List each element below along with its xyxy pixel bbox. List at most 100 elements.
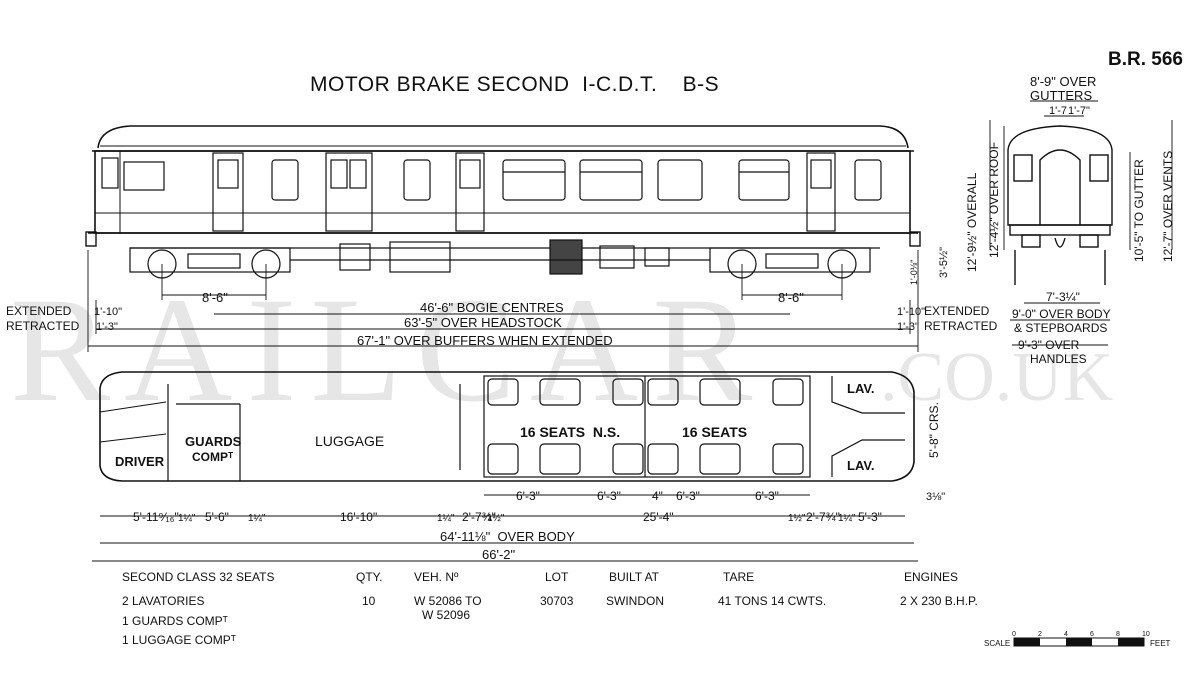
compartment-length-label: 2'-7¾" [806, 510, 840, 524]
scale-tick-label: 2 [1038, 631, 1042, 638]
compartment-length-label: 16'-10" [340, 510, 377, 524]
seat-pitch-label: 6'-3" [676, 489, 700, 503]
bogie-wheelbase-right: 8'-6" [778, 290, 804, 305]
plan-outline [99, 371, 915, 482]
roof-outline [97, 125, 909, 149]
compartment-length-label: 1¼" [838, 512, 856, 524]
right-extended-value: 1'-10" [897, 306, 925, 318]
table-header: TARE [723, 570, 754, 584]
buffer-height-dim: 3'-5½" [938, 247, 950, 278]
bogie-width-dim: 7'-3¼" [1046, 290, 1080, 304]
watermark-suffix: .CO.UK [880, 339, 1113, 416]
bogie-wheelbase-left: 8'-6" [202, 290, 228, 305]
compartment-length-label: 1¼" [437, 512, 455, 524]
luggage-compartment: LUGGAGE [315, 433, 384, 449]
plan-over-body-dim: 64'-11⅛" OVER BODY [440, 529, 575, 544]
cab-front-window [101, 157, 119, 189]
right-retracted-value: 1'-3" [897, 321, 919, 333]
seat-pitch-row: 6'-3" 6'-3" 4" 6'-3" 6'-3" [516, 489, 779, 503]
side-elevation [85, 125, 921, 279]
compartment-length-label: 5'-11⁹⁄₁₆" [133, 510, 179, 524]
scale-unit: FEET [1150, 639, 1171, 648]
to-gutter-dim: 10'-5" TO GUTTER [1132, 159, 1146, 262]
table-cell: W 52096 [422, 608, 470, 622]
scale-tick-label: 0 [1012, 631, 1016, 638]
left-retracted-value: 1'-3" [96, 321, 118, 333]
floor-plan [99, 371, 915, 482]
handles-label: HANDLES [1030, 352, 1087, 366]
scale-segment [1014, 638, 1040, 646]
stepboards-label: & STEPBOARDS [1014, 321, 1107, 335]
table-cell: 2 LAVATORIES [122, 594, 204, 608]
seat-pitch-label: 6'-3" [755, 489, 779, 503]
right-retracted-label: RETRACTED [924, 319, 998, 333]
guards-compartment-2: COMPᵀ [192, 450, 233, 464]
over-headstock-dim: 63'-5" OVER HEADSTOCK [404, 315, 562, 330]
table-header: ENGINES [904, 570, 958, 584]
end-elevation [1007, 125, 1113, 285]
over-handles-dim: 9'-3" OVER [1018, 338, 1080, 352]
plan-overall-dim: 66'-2" [482, 547, 516, 562]
scale-tick-label: 6 [1090, 631, 1094, 638]
seat-pitch-label: 6'-3" [597, 489, 621, 503]
table-cell: 2 X 230 B.H.P. [900, 594, 978, 608]
floor-dim: 1'-0⅛" [909, 260, 919, 285]
left-extended-value: 1'-10" [94, 306, 122, 318]
right-offset-dim: 3⅛" [926, 491, 945, 503]
left-retracted-label: RETRACTED [6, 319, 80, 333]
guards-compartment: GUARDS [185, 434, 242, 449]
lavatory-upper: LAV. [847, 381, 874, 396]
compartment-length-label: 1¼" [178, 512, 196, 524]
compartment-length-label: 1½" [487, 513, 505, 524]
seat-pitch-label: 6'-3" [516, 489, 540, 503]
seats-smoking: 16 SEATS [682, 424, 747, 440]
left-extended-label: EXTENDED [6, 304, 72, 318]
table-cell: SWINDON [606, 594, 664, 608]
table-header: SECOND CLASS 32 SEATS [122, 570, 275, 584]
table-cell: 30703 [540, 594, 574, 608]
compartment-length-label: 1¼" [248, 512, 266, 524]
over-roof-dim: 12'-4½" OVER ROOF [987, 142, 1001, 258]
table-header: LOT [545, 570, 569, 584]
engine-transmission [290, 239, 710, 275]
scale-segment [1066, 638, 1092, 646]
gutter-split-a: 1'-7 [1049, 105, 1067, 117]
left-buffer [85, 231, 97, 247]
over-buffers-dim: 67'-1" OVER BUFFERS WHEN EXTENDED [357, 333, 613, 348]
drawing-title: MOTOR BRAKE SECOND I-C.D.T. B-S [310, 73, 719, 96]
overall-height-dim: 12'-9½" OVERALL [965, 172, 979, 272]
scale-tick-label: 8 [1116, 631, 1120, 638]
compartment-length-row: 5'-11⁹⁄₁₆"1¼"5'-6"1¼"16'-10"1¼"2'-7¾"1½"… [133, 510, 882, 524]
table-note: 1 LUGGAGE COMPᵀ [122, 633, 236, 647]
over-body-width-dim: 9'-0" OVER BODY [1012, 307, 1111, 321]
side-doors [212, 152, 836, 232]
compartment-length-label: 5'-3" [858, 510, 882, 524]
table-cell: 10 [362, 594, 376, 608]
gutter-split-b: 1'-7" [1068, 105, 1090, 117]
table-header: QTY. [356, 570, 382, 584]
side-windows [271, 159, 882, 201]
side-dimensions [87, 250, 919, 352]
bogie-crs-dim: 5'-8" CRS. [927, 402, 941, 458]
seats-non-smoking: 16 SEATS N.S. [520, 424, 620, 440]
over-vents-dim: 12'-7" OVER VENTS [1161, 151, 1175, 262]
drawing-reference: B.R. 566 [1108, 49, 1183, 70]
lavatory-lower: LAV. [847, 458, 874, 473]
seat-pitch-label: 4" [652, 489, 663, 503]
scale-tick-label: 4 [1064, 631, 1068, 638]
table-cell: 41 TONS 14 CWTS. [718, 594, 826, 608]
table-cell: W 52086 TO [414, 594, 482, 608]
scale-tick-label: 10 [1142, 631, 1150, 638]
scale-segment [1118, 638, 1144, 646]
right-extended-label: EXTENDED [924, 304, 990, 318]
compartment-length-label: 2'-7¾" [462, 510, 496, 524]
compartment-length-label: 25'-4" [643, 510, 674, 524]
table-header: BUILT AT [609, 570, 660, 584]
compartment-length-label: 5'-6" [205, 510, 229, 524]
scale-ticks: 0 2 4 6 8 10 [1012, 631, 1150, 646]
